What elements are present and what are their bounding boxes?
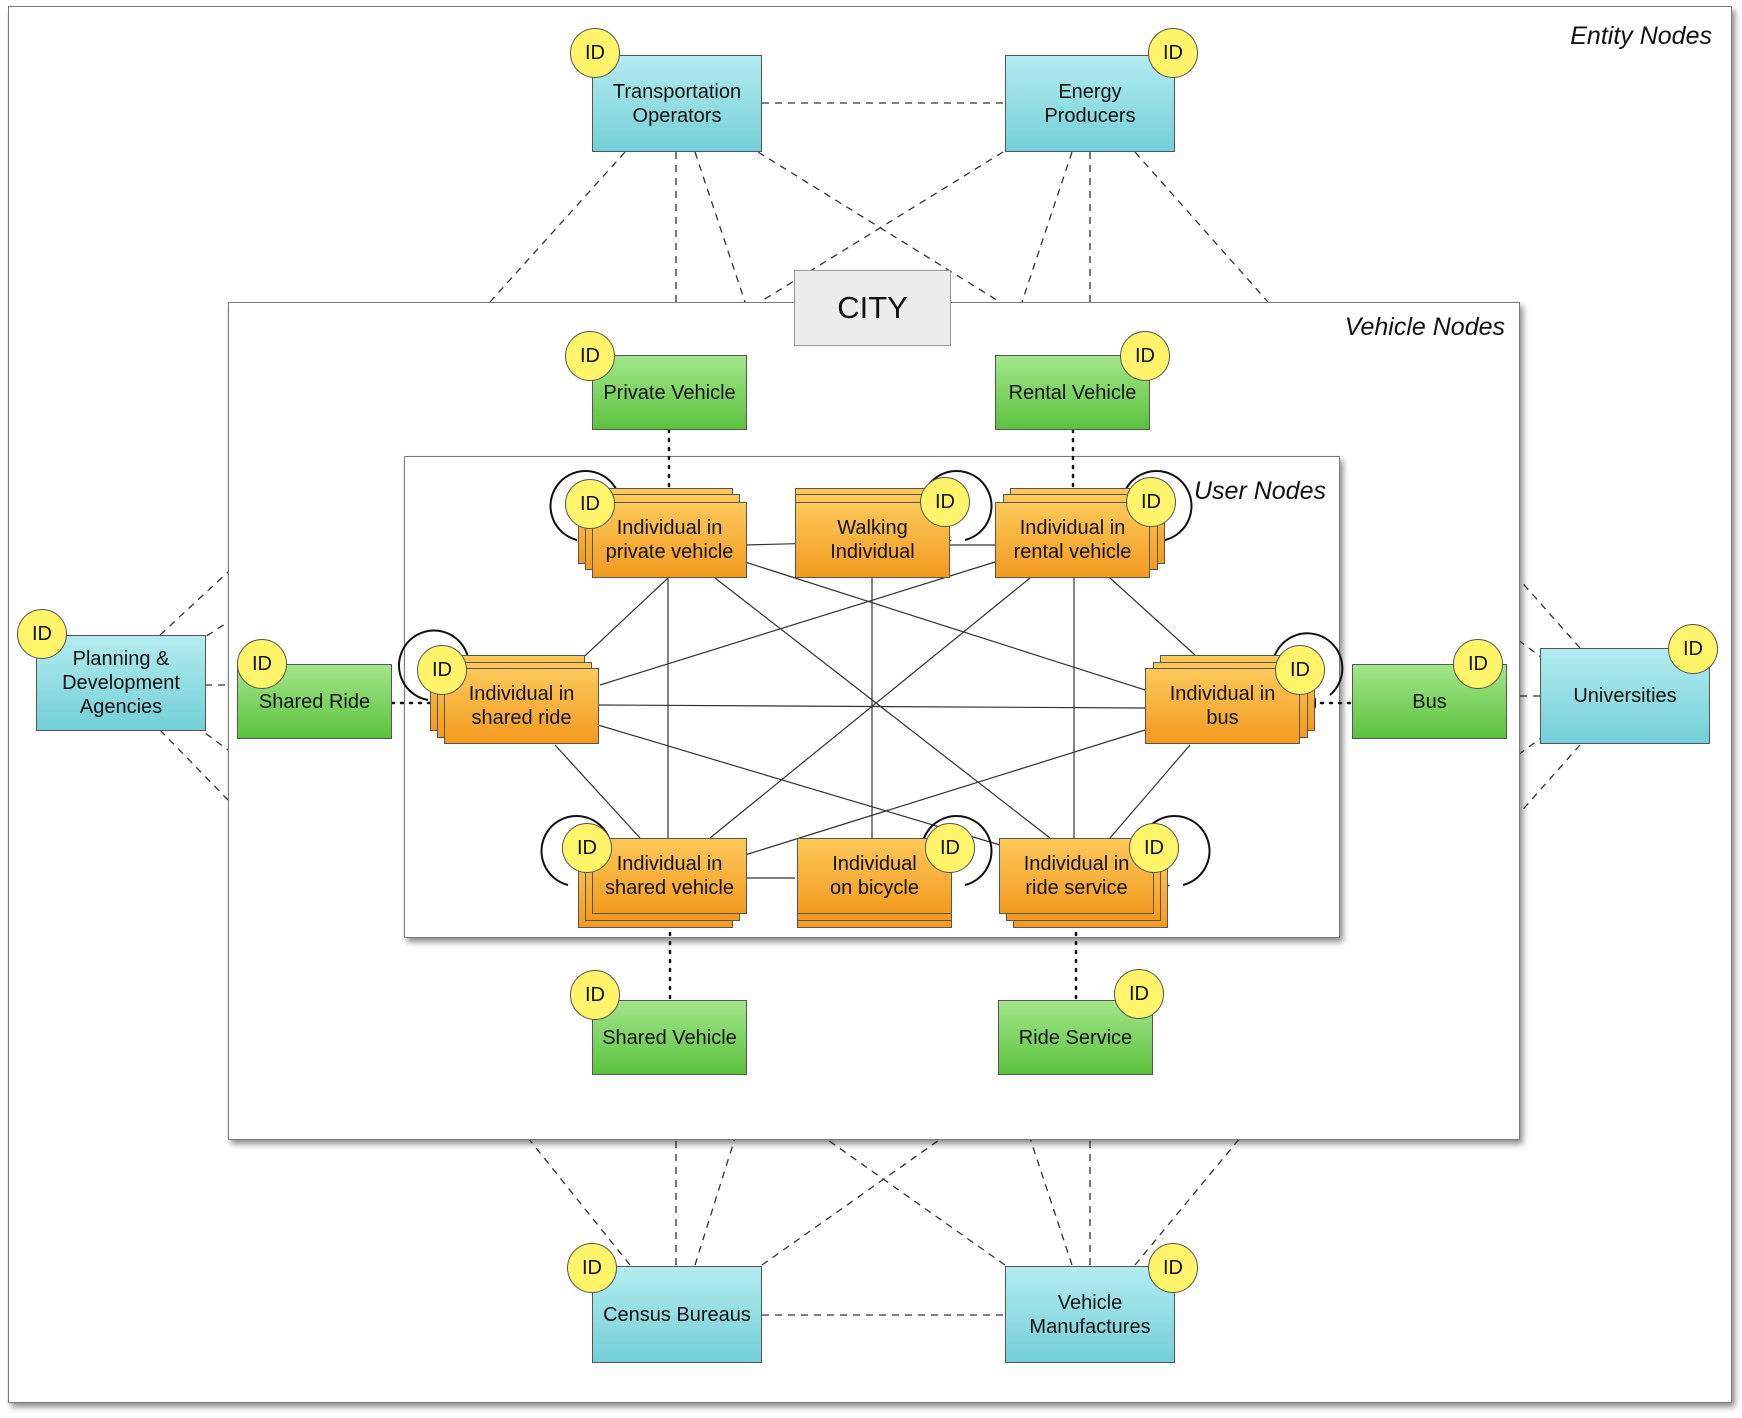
user-node-label: Individual in ride service bbox=[1023, 853, 1130, 899]
entity-node-universities[interactable]: Universities bbox=[1540, 648, 1710, 744]
user-node-label: Individual in private vehicle bbox=[605, 517, 734, 563]
entity-node-label: Energy Producers bbox=[1044, 80, 1136, 127]
connector bbox=[159, 571, 229, 636]
user-nodes-title: User Nodes bbox=[1194, 477, 1326, 505]
edge bbox=[709, 577, 1031, 839]
id-badge: ID bbox=[1126, 477, 1176, 527]
id-badge: ID bbox=[567, 1243, 617, 1293]
id-badge: ID bbox=[17, 609, 67, 659]
vehicle-node-label: Ride Service bbox=[1018, 1026, 1133, 1049]
entity-node-planning[interactable]: Planning & Development Agencies bbox=[36, 635, 206, 731]
connector bbox=[1517, 577, 1581, 649]
id-badge: ID bbox=[1120, 331, 1170, 381]
id-badge: ID bbox=[237, 639, 287, 689]
connector bbox=[1029, 1137, 1073, 1266]
user-node-label: Individual in shared ride bbox=[468, 683, 575, 729]
vehicle-node-private[interactable]: Private Vehicle bbox=[592, 355, 747, 430]
user-node-label: Individual in bus bbox=[1169, 683, 1276, 729]
user-node-label: Individual in rental vehicle bbox=[1013, 517, 1132, 563]
entity-node-label: Census Bureaus bbox=[603, 1303, 751, 1326]
entity-node-energy[interactable]: Energy Producers bbox=[1005, 55, 1175, 152]
user-node-shared-ride[interactable]: Individual in shared ride bbox=[444, 668, 599, 744]
edge bbox=[599, 561, 996, 686]
connector bbox=[694, 1137, 736, 1266]
id-badge: ID bbox=[1275, 645, 1325, 695]
connector bbox=[527, 1137, 631, 1266]
edge bbox=[554, 744, 641, 839]
vehicle-nodes-title: Vehicle Nodes bbox=[1344, 313, 1505, 341]
connector bbox=[824, 1137, 1006, 1266]
city-label: CITY bbox=[794, 270, 951, 346]
entity-node-transportation[interactable]: Transportation Operators bbox=[592, 55, 762, 152]
vehicle-node-shared-vehicle[interactable]: Shared Vehicle bbox=[592, 1000, 747, 1075]
id-badge: ID bbox=[1148, 28, 1198, 78]
id-badge: ID bbox=[565, 331, 615, 381]
connector bbox=[1517, 744, 1581, 816]
entity-node-label: Planning & Development Agencies bbox=[62, 648, 180, 718]
id-badge: ID bbox=[570, 970, 620, 1020]
user-node-bus[interactable]: Individual in bus bbox=[1145, 668, 1300, 744]
vehicle-node-label: Private Vehicle bbox=[603, 381, 736, 404]
edge bbox=[714, 577, 1051, 839]
edge bbox=[744, 729, 1146, 856]
vehicle-node-label: Shared Ride bbox=[258, 690, 371, 713]
connector bbox=[159, 729, 229, 801]
id-badge: ID bbox=[417, 645, 467, 695]
id-badge: ID bbox=[562, 823, 612, 873]
vehicle-node-label: Rental Vehicle bbox=[1008, 381, 1137, 404]
entity-node-label: Transportation Operators bbox=[612, 80, 742, 127]
entity-node-manufacturers[interactable]: Vehicle Manufactures bbox=[1005, 1266, 1175, 1363]
edge bbox=[1109, 744, 1191, 839]
edge bbox=[1109, 577, 1196, 656]
id-badge: ID bbox=[1453, 639, 1503, 689]
entity-node-label: Vehicle Manufactures bbox=[1029, 1291, 1151, 1338]
edge bbox=[744, 561, 1146, 691]
user-node-private[interactable]: Individual in private vehicle bbox=[592, 502, 747, 578]
edge bbox=[597, 704, 1146, 709]
connector bbox=[761, 1137, 943, 1266]
user-node-label: Individual in shared vehicle bbox=[605, 853, 734, 899]
id-badge: ID bbox=[925, 823, 975, 873]
connector bbox=[757, 151, 1001, 303]
connector bbox=[184, 717, 229, 751]
id-badge: ID bbox=[1668, 624, 1718, 674]
vehicle-node-label: Bus bbox=[1412, 690, 1447, 713]
user-node-ride-service[interactable]: Individual in ride service bbox=[999, 838, 1154, 914]
connector bbox=[1021, 151, 1073, 303]
user-node-shared-vehicle[interactable]: Individual in shared vehicle bbox=[592, 838, 747, 914]
entity-node-label: Universities bbox=[1573, 685, 1677, 707]
vehicle-node-label: Shared Vehicle bbox=[602, 1026, 737, 1049]
user-node-label: Walking Individual bbox=[830, 517, 915, 563]
entity-node-census[interactable]: Census Bureaus bbox=[592, 1266, 762, 1363]
id-badge: ID bbox=[565, 479, 615, 529]
user-node-label: Individual on bicycle bbox=[830, 853, 919, 899]
id-badge: ID bbox=[1114, 969, 1164, 1019]
user-node-rental[interactable]: Individual in rental vehicle bbox=[995, 502, 1150, 578]
connector bbox=[694, 151, 746, 303]
entity-nodes-title: Entity Nodes bbox=[1570, 22, 1712, 50]
connector bbox=[184, 621, 229, 651]
id-badge: ID bbox=[1129, 823, 1179, 873]
id-badge: ID bbox=[1148, 1243, 1198, 1293]
id-badge: ID bbox=[920, 477, 970, 527]
connector bbox=[1134, 1137, 1241, 1266]
id-badge: ID bbox=[570, 28, 620, 78]
